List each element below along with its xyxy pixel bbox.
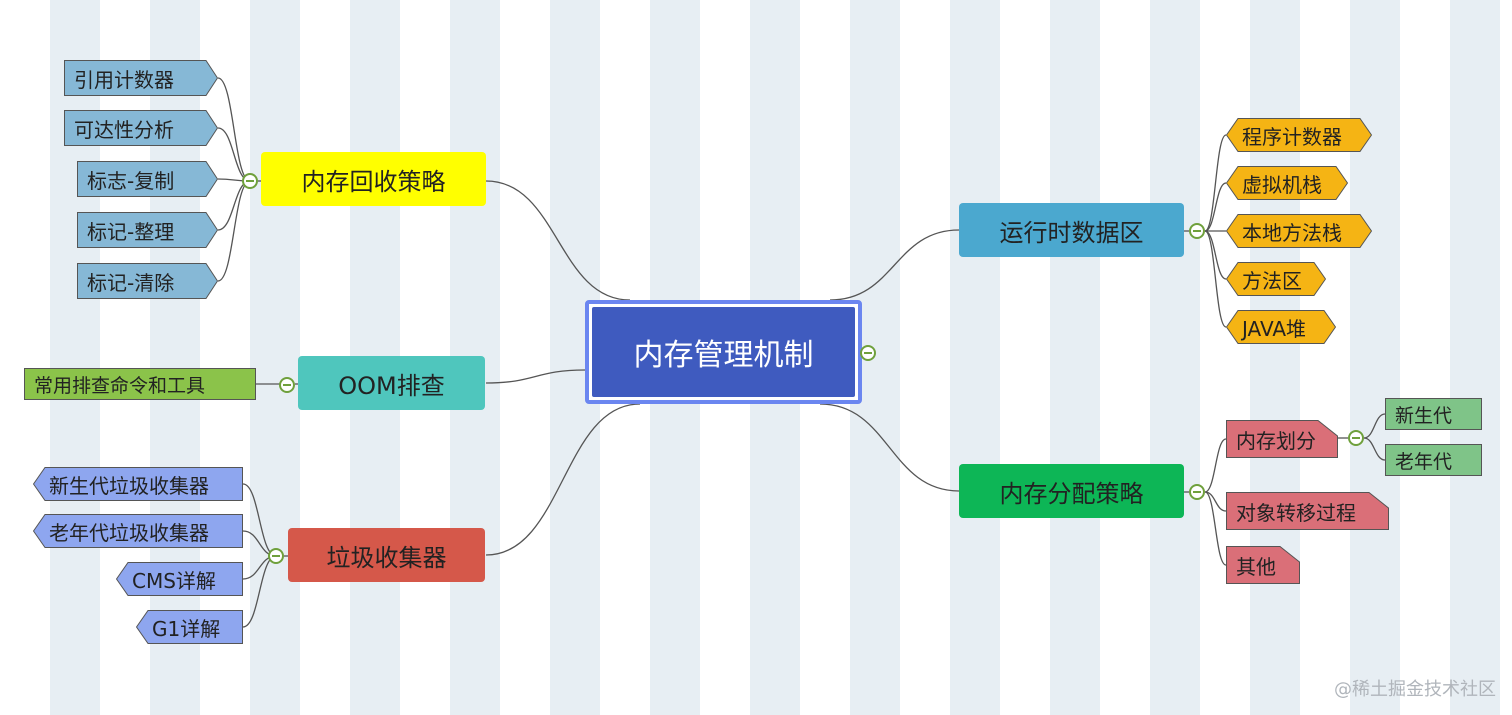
gc-leaf-0-shape: [33, 467, 243, 501]
alloc-collapse-toggle[interactable]: [1189, 484, 1205, 500]
connector-line: [485, 403, 641, 556]
alloc-leaf-0[interactable]: 内存划分: [1226, 420, 1338, 458]
branch-memory-allocation-label: 内存分配策略: [999, 479, 1144, 508]
gc-leaf-3-shape: [136, 610, 243, 644]
runtime-leaf-0[interactable]: 程序计数器: [1226, 118, 1372, 152]
runtime-leaf-2[interactable]: 本地方法栈: [1226, 214, 1372, 248]
oom-leaf-0-shape: [24, 368, 256, 400]
partition-leaf-1-shape: [1385, 444, 1482, 476]
gc-leaf-0-label: 新生代垃圾收集器: [49, 473, 209, 498]
alloc-leaf-1-label: 对象转移过程: [1236, 500, 1356, 525]
root-node-inner: 内存管理机制: [592, 307, 855, 397]
runtime-collapse-toggle[interactable]: [1189, 223, 1205, 239]
branch-garbage-collector[interactable]: 垃圾收集器: [288, 528, 485, 582]
oom-leaf-0-label: 常用排查命令和工具: [34, 374, 206, 397]
recycle-leaf-3-label: 标记-整理: [87, 219, 175, 244]
runtime-leaf-2-shape: [1226, 214, 1372, 248]
recycle-leaf-4-label: 标记-清除: [87, 270, 175, 295]
runtime-leaf-1-label: 虚拟机栈: [1242, 172, 1322, 197]
runtime-leaf-2-label: 本地方法栈: [1242, 220, 1342, 245]
partition-leaf-1[interactable]: 老年代: [1385, 444, 1482, 476]
connector-line: [1204, 491, 1227, 566]
connector-line: [1204, 438, 1227, 493]
gc-leaf-1-label: 老年代垃圾收集器: [49, 520, 209, 545]
gc-leaf-0[interactable]: 新生代垃圾收集器: [33, 467, 243, 501]
recycle-leaf-4-shape: [77, 263, 218, 299]
root-node[interactable]: 内存管理机制: [585, 300, 862, 404]
connector-line: [1204, 230, 1227, 280]
oom-collapse-toggle[interactable]: [279, 377, 295, 393]
branch-memory-allocation[interactable]: 内存分配策略: [959, 464, 1184, 518]
recycle-leaf-2-shape: [77, 161, 218, 197]
recycle-leaf-1[interactable]: 可达性分析: [64, 110, 218, 146]
recycle-leaf-3-shape: [77, 212, 218, 248]
branch-memory-recycle-label: 内存回收策略: [301, 167, 446, 196]
alloc-leaf-1-shape: [1226, 492, 1389, 530]
runtime-leaf-1-shape: [1226, 166, 1348, 200]
runtime-leaf-3-label: 方法区: [1242, 268, 1302, 293]
root-collapse-toggle[interactable]: [860, 345, 876, 361]
connector-line: [1363, 437, 1386, 461]
root-label: 内存管理机制: [633, 338, 814, 373]
oom-leaf-0[interactable]: 常用排查命令和工具: [24, 368, 256, 400]
gc-leaf-2[interactable]: CMS详解: [116, 562, 243, 596]
memory-partition-collapse-toggle[interactable]: [1348, 430, 1364, 446]
alloc-leaf-2[interactable]: 其他: [1226, 546, 1300, 584]
runtime-leaf-4-label: JAVA堆: [1242, 316, 1307, 341]
branch-memory-recycle[interactable]: 内存回收策略: [261, 152, 486, 206]
gc-leaf-2-shape: [116, 562, 243, 596]
runtime-leaf-0-shape: [1226, 118, 1372, 152]
gc-leaf-2-label: CMS详解: [132, 568, 216, 593]
branch-oom-check-label: OOM排查: [338, 371, 445, 400]
runtime-leaf-3-shape: [1226, 262, 1326, 296]
runtime-leaf-1[interactable]: 虚拟机栈: [1226, 166, 1348, 200]
connector-line: [1363, 413, 1386, 439]
branch-runtime-data-area-label: 运行时数据区: [999, 218, 1144, 247]
recycle-leaf-3[interactable]: 标记-整理: [77, 212, 218, 248]
connector-line: [1204, 230, 1227, 328]
alloc-leaf-0-shape: [1226, 420, 1338, 458]
connector-line: [829, 229, 960, 301]
gc-leaf-1[interactable]: 老年代垃圾收集器: [33, 514, 243, 548]
branch-oom-check[interactable]: OOM排查: [298, 356, 485, 410]
alloc-leaf-1[interactable]: 对象转移过程: [1226, 492, 1389, 530]
watermark: @稀土掘金技术社区: [1334, 679, 1496, 700]
alloc-leaf-2-shape: [1226, 546, 1300, 584]
recycle-leaf-0[interactable]: 引用计数器: [64, 60, 218, 96]
connector-line: [217, 180, 251, 282]
gc-leaf-3[interactable]: G1详解: [136, 610, 243, 644]
partition-leaf-1-label: 老年代: [1395, 450, 1453, 473]
recycle-leaf-1-label: 可达性分析: [74, 117, 174, 142]
connector-line: [242, 483, 277, 557]
connector-line: [485, 180, 631, 301]
alloc-leaf-2-label: 其他: [1236, 554, 1276, 579]
connector-line: [819, 403, 960, 492]
branch-garbage-collector-label: 垃圾收集器: [326, 543, 447, 572]
partition-leaf-0[interactable]: 新生代: [1385, 398, 1482, 430]
runtime-leaf-3[interactable]: 方法区: [1226, 262, 1326, 296]
recycle-collapse-toggle[interactable]: [242, 173, 258, 189]
recycle-leaf-2[interactable]: 标志-复制: [77, 161, 218, 197]
recycle-leaf-2-label: 标志-复制: [87, 168, 175, 193]
partition-leaf-0-shape: [1385, 398, 1482, 430]
gc-leaf-1-shape: [33, 514, 243, 548]
recycle-leaf-0-label: 引用计数器: [74, 67, 174, 92]
runtime-leaf-0-label: 程序计数器: [1242, 124, 1342, 149]
gc-leaf-3-label: G1详解: [152, 616, 221, 641]
branch-runtime-data-area[interactable]: 运行时数据区: [959, 203, 1184, 257]
recycle-leaf-4[interactable]: 标记-清除: [77, 263, 218, 299]
gc-collapse-toggle[interactable]: [268, 548, 284, 564]
connector-line: [1204, 182, 1227, 232]
alloc-leaf-0-label: 内存划分: [1236, 428, 1316, 453]
connector-line: [485, 369, 586, 384]
partition-leaf-0-label: 新生代: [1395, 404, 1453, 427]
runtime-leaf-4-shape: [1226, 310, 1336, 344]
connector-line: [1204, 134, 1227, 232]
connector-line: [217, 180, 251, 231]
recycle-leaf-1-shape: [64, 110, 218, 146]
runtime-leaf-4[interactable]: JAVA堆: [1226, 310, 1336, 344]
recycle-leaf-0-shape: [64, 60, 218, 96]
